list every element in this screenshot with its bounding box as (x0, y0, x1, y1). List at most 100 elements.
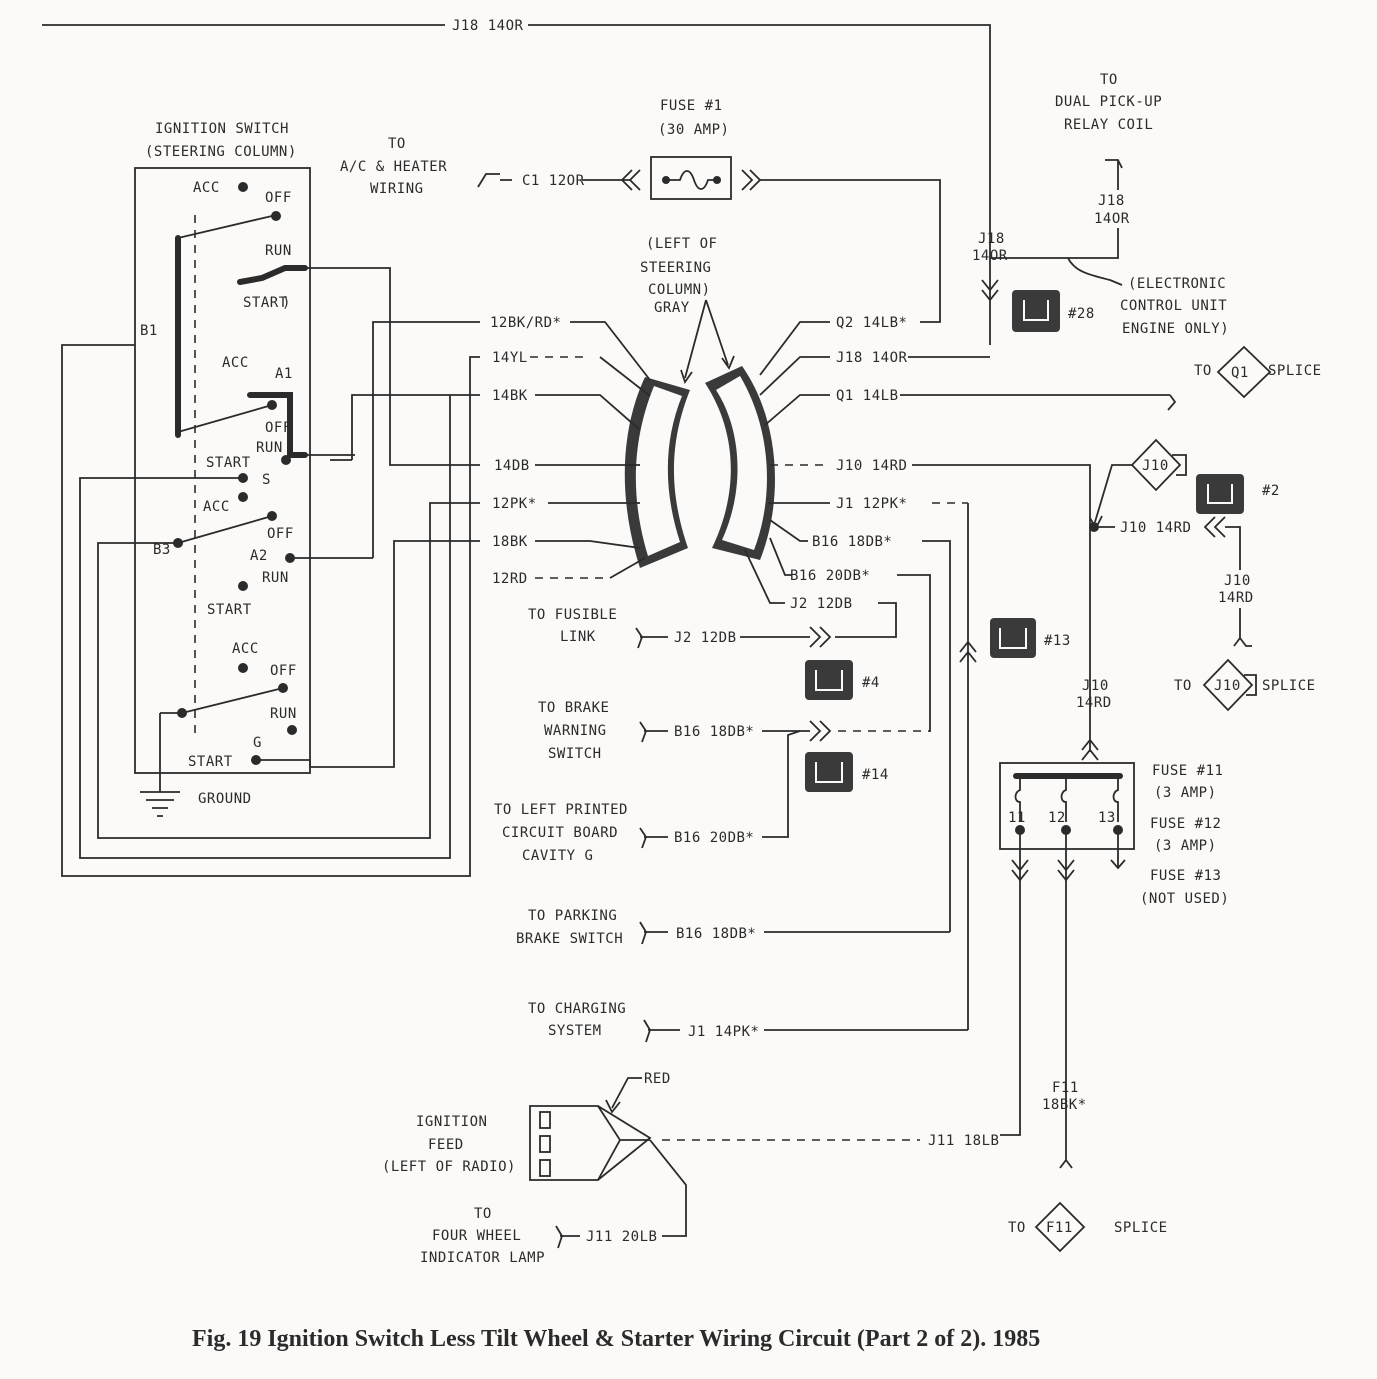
connector-14-label: #14 (862, 767, 889, 783)
s-terminal-label: S (262, 472, 271, 488)
printed-circuit-route: TO LEFT PRINTED CIRCUIT BOARD CAVITY G B… (494, 730, 801, 864)
printed-circuit-label-2: CIRCUIT BOARD (502, 825, 618, 841)
parking-brake-label-2: BRAKE SWITCH (516, 931, 623, 947)
fuse-11-label: FUSE #11 (1152, 763, 1223, 779)
figure-caption: Fig. 19 Ignition Switch Less Tilt Wheel … (192, 1326, 1040, 1352)
connector-14-icon (805, 752, 853, 792)
off-label-4: OFF (270, 663, 297, 679)
q1-to-label: TO (1194, 363, 1212, 379)
wire-14db-label: 14DB (494, 458, 530, 474)
connector-13: #13 (959, 618, 1071, 663)
wire-12pk-label: 12PK* (492, 496, 537, 512)
j10-vertical-label-1: J10 (1224, 573, 1251, 589)
right-connector-wires: Q2 14LB* J18 14OR Q1 14LB J10 14RD J1 12… (744, 315, 1177, 1030)
parking-brake-route: TO PARKING BRAKE SWITCH B16 18DB* (516, 908, 950, 947)
fuse1-label: FUSE #1 (660, 98, 723, 114)
j10-splice-2-id: J10 (1214, 678, 1241, 694)
run-contact-2 (281, 455, 291, 465)
four-wheel-to-label: TO (474, 1206, 492, 1222)
a1-terminal-label: A1 (275, 366, 293, 382)
top-wire-label: J18 14OR (452, 18, 524, 34)
switch-harness (61, 267, 480, 877)
connector-2-icon (1196, 474, 1244, 514)
j10-splice-2-diamond (1202, 658, 1254, 712)
brake-warning-route: TO BRAKE WARNING SWITCH B16 18DB* #14 (538, 700, 930, 792)
acc-contact-1 (238, 182, 248, 192)
off-label-1: OFF (265, 190, 292, 206)
wire-b16b-label: B16 20DB* (790, 568, 870, 584)
connector-13-icon (990, 618, 1036, 658)
ignition-switch: IGNITION SWITCH (STEERING COLUMN) ACC OF… (134, 121, 311, 817)
printed-circuit-wire-label: B16 20DB* (674, 830, 754, 846)
parking-brake-label-1: TO PARKING (528, 908, 617, 924)
ac-to-label: TO (388, 136, 406, 152)
acc-label-4: ACC (232, 641, 259, 657)
j10-vertical-label-4: 14RD (1076, 695, 1112, 711)
fuse-12-rating: (3 AMP) (1154, 838, 1217, 854)
dual-label-1: DUAL PICK-UP (1055, 94, 1162, 110)
j10-vertical-label-3: J10 (1082, 678, 1109, 694)
ac-label-1: A/C & HEATER (340, 159, 447, 175)
four-wheel-label-1: FOUR WHEEL (432, 1228, 521, 1244)
dual-pickup-ecu: TO DUAL PICK-UP RELAY COIL J18 14OR J18 … (972, 72, 1229, 337)
start-label-2: START (206, 455, 251, 471)
off-label-3: OFF (267, 526, 294, 542)
connector-28-label: #28 (1068, 306, 1095, 322)
acc-label-1: ACC (193, 180, 220, 196)
j18-vertical-label-3: J18 (978, 231, 1005, 247)
q1-splice: TO Q1 SPLICE (1194, 345, 1321, 399)
steering-column-connector: (LEFT OF STEERING COLUMN) GRAY (624, 236, 775, 568)
j18-vertical-label-2: 14OR (1094, 211, 1130, 227)
dual-to-label: TO (1100, 72, 1118, 88)
start-label-1: START (243, 295, 288, 311)
ac-heater-feed: TO A/C & HEATER WIRING C1 12OR (340, 136, 630, 197)
ignition-switch-housing (134, 167, 311, 774)
fuse-11-rating: (3 AMP) (1154, 785, 1217, 801)
start-label-3: START (207, 602, 252, 618)
charging-system-route: TO CHARGING SYSTEM J1 14PK* (528, 1001, 968, 1043)
run-label-3: RUN (262, 570, 289, 586)
start-paren: ) (282, 295, 291, 311)
c1-wire-label: C1 12OR (522, 173, 585, 189)
f11-splice: F11 18BK* TO F11 SPLICE (1008, 1080, 1168, 1253)
ground-symbol (140, 791, 180, 817)
ignition-switch-subtitle: (STEERING COLUMN) (145, 144, 297, 160)
wire-q1-label: Q1 14LB (836, 388, 899, 404)
charging-wire-label: J1 14PK* (688, 1024, 759, 1040)
f11-wire-label-1: F11 (1052, 1080, 1079, 1096)
ignition-feed-label-3: (LEFT OF RADIO) (382, 1159, 516, 1175)
a2-terminal-label: A2 (250, 548, 268, 564)
ecu-label-1: (ELECTRONIC (1128, 276, 1226, 292)
acc-label-2: ACC (222, 355, 249, 371)
f11-splice-id: F11 (1046, 1220, 1073, 1236)
connector-label-1: (LEFT OF (646, 236, 717, 252)
red-wire-label: RED (644, 1071, 671, 1087)
fuse-1: FUSE #1 (30 AMP) (620, 98, 941, 323)
brake-warning-label-1: TO BRAKE (538, 700, 609, 716)
connector-label-4: GRAY (654, 300, 690, 316)
brake-warning-wire-label: B16 18DB* (674, 724, 754, 740)
connector-2-label: #2 (1262, 483, 1280, 499)
connector-4-label: #4 (862, 675, 880, 691)
charging-label-1: TO CHARGING (528, 1001, 626, 1017)
q1-splice-diamond (1216, 345, 1272, 399)
connector-28-icon (1012, 290, 1060, 332)
top-wire-j18: J18 14OR (42, 18, 999, 345)
f11-splice-label: SPLICE (1114, 1220, 1168, 1236)
printed-circuit-label-3: CAVITY G (522, 848, 593, 864)
connector-label-2: STEERING (640, 260, 711, 276)
wire-j18-label: J18 14OR (836, 350, 908, 366)
fuse-12-number: 12 (1048, 810, 1066, 826)
fusible-wire-label: J2 12DB (674, 630, 737, 646)
wire-14yl-label: 14YL (492, 350, 528, 366)
run-contact-4 (287, 725, 297, 735)
f11-wire-label-2: 18BK* (1042, 1097, 1087, 1113)
j10-vertical-label-2: 14RD (1218, 590, 1254, 606)
wire-12bkrd-label: 12BK/RD* (490, 315, 561, 331)
ignition-feed-label-2: FEED (428, 1137, 464, 1153)
fuse-13-number: 13 (1098, 810, 1116, 826)
ignition-switch-title: IGNITION SWITCH (155, 121, 289, 137)
brake-warning-label-2: WARNING (544, 723, 607, 739)
connector-13-label: #13 (1044, 633, 1071, 649)
